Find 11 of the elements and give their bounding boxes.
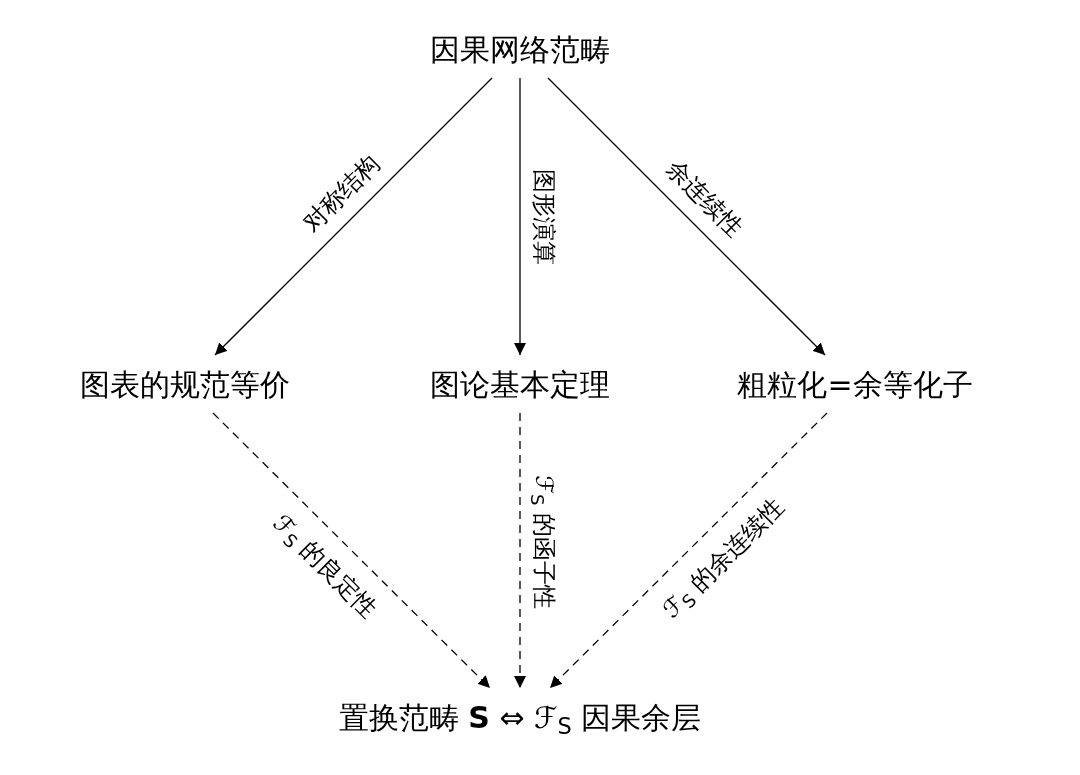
node-text: 图表的规范等价 bbox=[80, 370, 290, 400]
dashed-arrow bbox=[549, 412, 828, 689]
node-text: 因果网络范畴 bbox=[430, 35, 610, 65]
arrow bbox=[214, 77, 493, 356]
node-text: 粗粒化=余等化子 bbox=[737, 370, 973, 400]
dashed-arrow bbox=[514, 412, 526, 689]
dashed-arrow bbox=[212, 412, 491, 689]
node-text: 图论基本定理 bbox=[430, 370, 610, 400]
node-text: 置换范畴 S ⇔ ℱ$_{S}$ 因果余层 bbox=[338, 703, 702, 733]
arrow bbox=[514, 77, 526, 356]
arrow bbox=[547, 77, 826, 356]
